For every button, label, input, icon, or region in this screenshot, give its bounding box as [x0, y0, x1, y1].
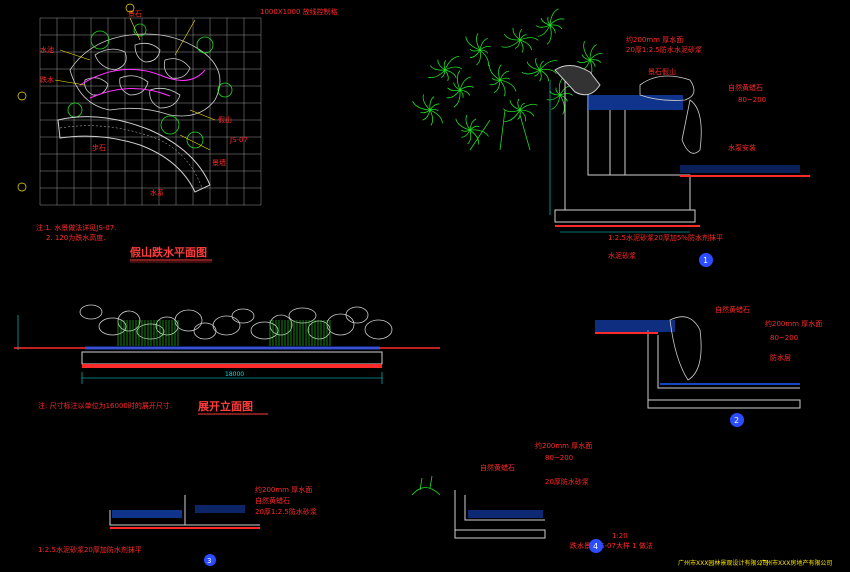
- plan-labels: 景石 1000X1000 放线控制格 水池 跌水 假山 JS-07 景墙 步石 …: [40, 7, 338, 197]
- label-top: 景石: [128, 10, 142, 18]
- rock-cluster: [69, 33, 221, 117]
- label-g: 步石: [92, 144, 106, 152]
- s3-number: 3: [207, 557, 211, 565]
- s4-scale: 1:20: [612, 532, 628, 540]
- section-1-dims: [549, 80, 690, 233]
- s1-note: 1:2.5水泥砂浆20厚加5%防水剂抹平: [608, 233, 723, 242]
- section-1-labels: 约200mm 厚水面 20厚1:2.5防水水泥砂浆 景石假山 自然黄蜡石 80~…: [608, 35, 766, 260]
- section-1-water-upper: [588, 95, 683, 110]
- s3-note: 1:2.5水泥砂浆20厚加防水剂抹平: [38, 545, 142, 554]
- section-2-labels: 自然黄蜡石 约200mm 厚水面 80~200 防水层: [715, 305, 822, 362]
- section-1-badge: 1: [699, 253, 713, 267]
- s4-number: 4: [593, 542, 598, 551]
- elevation-dims: [17, 315, 383, 384]
- label-h: 水系: [150, 188, 164, 197]
- footer-left: 广州市XXX园林景观设计有限公司: [678, 559, 768, 567]
- section-1-structure: [554, 65, 696, 223]
- water-lines: [79, 68, 206, 99]
- label-c: 跌水: [40, 75, 54, 84]
- s3-label-2: 20厚1:2.5防水砂浆: [255, 507, 317, 516]
- plan-view: 景石 1000X1000 放线控制格 水池 跌水 假山 JS-07 景墙 步石 …: [17, 3, 338, 263]
- elevation-title: 展开立面图: [197, 399, 253, 413]
- s4-label-0: 约200mm 厚水面: [535, 441, 592, 450]
- label-e: JS-07: [229, 136, 248, 144]
- s2-label-1: 自然黄蜡石: [715, 305, 750, 314]
- section-1-water-lower: [680, 165, 800, 173]
- plan-note-1: 注:1. 水景做法详见JS-07.: [36, 223, 116, 232]
- elevation-note: 注: 尺寸标注以单位为16000时的展开尺寸.: [38, 401, 172, 410]
- footer-right: 广州市XXX房地产有限公司: [760, 559, 832, 567]
- elevation-waterfalls: [117, 320, 331, 346]
- section-3-labels: 约200mm 厚水面 自然黄蜡石 20厚1:2.5防水砂浆 1:2.5水泥砂浆2…: [38, 485, 317, 554]
- s1-number: 1: [703, 256, 708, 265]
- s2-number: 2: [734, 416, 739, 425]
- section-2: 自然黄蜡石 约200mm 厚水面 80~200 防水层 2: [595, 305, 822, 427]
- s4-caption: 跌水景墙JS-07大样 1 做法: [570, 541, 653, 550]
- s1-label-2: 80~200: [738, 96, 766, 104]
- stepping-path: [57, 116, 211, 193]
- s4-label-2: 80~200: [545, 454, 573, 462]
- label-b: 水池: [40, 45, 54, 54]
- s1-label-1: 景石假山: [648, 67, 676, 76]
- plan-title: 假山跌水平面图: [130, 245, 207, 259]
- section-3: 约200mm 厚水面 自然黄蜡石 20厚1:2.5防水砂浆 1:2.5水泥砂浆2…: [38, 485, 317, 566]
- axis-markers: [17, 3, 135, 192]
- s1-note2: 水泥砂浆: [608, 251, 636, 260]
- section-1-rocks: [639, 75, 702, 154]
- s1-label-0: 约200mm 厚水面: [626, 35, 683, 44]
- s2-label-0: 约200mm 厚水面: [765, 319, 822, 328]
- elevation-total-dim: 18000: [225, 371, 244, 378]
- label-f: 景墙: [212, 158, 226, 167]
- s2-label-2: 80~200: [770, 334, 798, 342]
- s4-label-3: 20厚防水砂浆: [545, 477, 589, 486]
- s3-label-0: 约200mm 厚水面: [255, 485, 312, 494]
- section-4: 约200mm 厚水面 自然黄蜡石 80~200 20厚防水砂浆 跌水景墙JS-0…: [411, 441, 653, 553]
- s2-label-3: 防水层: [770, 353, 791, 362]
- leader-lines: [54, 17, 216, 151]
- section-4-labels: 约200mm 厚水面 自然黄蜡石 80~200 20厚防水砂浆 跌水景墙JS-0…: [480, 441, 653, 550]
- s1-label-4: 20厚1:2.5防水水泥砂浆: [626, 45, 702, 54]
- tree-foliage: [412, 8, 603, 151]
- elevation-view: 18000 注: 尺寸标注以单位为16000时的展开尺寸. 展开立面图: [14, 304, 440, 415]
- s4-label-1: 自然黄蜡石: [480, 463, 515, 472]
- s1-label-3: 自然黄蜡石: [728, 83, 763, 92]
- section-1: 约200mm 厚水面 20厚1:2.5防水水泥砂浆 景石假山 自然黄蜡石 80~…: [549, 35, 810, 267]
- s1-label-5: 水泵安装: [728, 143, 756, 152]
- label-a: 1000X1000 放线控制格: [260, 7, 338, 16]
- label-d: 假山: [218, 115, 232, 124]
- s3-label-1: 自然黄蜡石: [255, 496, 290, 505]
- plan-note-2: 2. 120为跌水高度.: [46, 233, 106, 242]
